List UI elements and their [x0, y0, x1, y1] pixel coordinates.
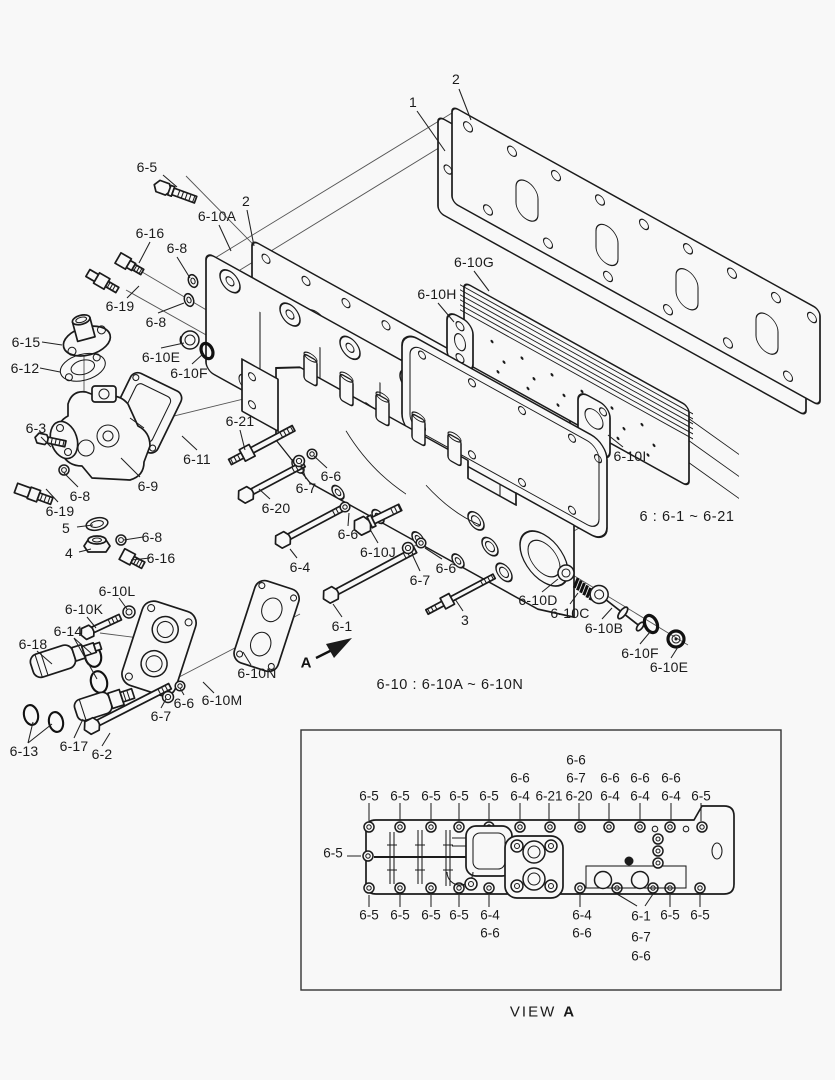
- bolt-6-10J: [353, 503, 403, 537]
- seal-ring-5: [85, 516, 109, 532]
- viewa-top-bolts: [363, 821, 708, 833]
- view-direction-arrow: [315, 638, 352, 660]
- side-gasket-2: [451, 107, 821, 405]
- leader-lines: [27, 88, 679, 747]
- outlet-flange-6-15: [62, 314, 112, 357]
- plug-6-10E-upper: [179, 330, 200, 350]
- washers-bottom-left: [161, 680, 186, 704]
- bolt-6-5: [153, 179, 198, 204]
- bolt-6-4: [274, 503, 347, 550]
- valve-6-17: [73, 687, 136, 722]
- cooler-cover-gasket: [401, 335, 608, 539]
- sensor-6-19-upper: [85, 268, 120, 294]
- orings-6-13: [22, 704, 65, 733]
- view-a-inset: [300, 729, 782, 991]
- washer-6-8-upper: [183, 273, 199, 308]
- view-a-caption-letter: A: [563, 1003, 577, 1021]
- oring-6-10F-upper: [199, 341, 215, 361]
- bolt-6-10K: [80, 613, 123, 641]
- valve-6-18: [29, 641, 103, 679]
- plug-6-10E-lower: [666, 629, 686, 649]
- bolt-6-1: [322, 546, 418, 605]
- washer-6-10L: [122, 605, 136, 619]
- sensor-6-19-lower: [13, 482, 54, 506]
- spring-6-10C: [572, 577, 596, 601]
- stud-3: [424, 573, 497, 616]
- gasket-6-10N: [233, 579, 300, 673]
- view-a-caption: VIEW A: [510, 1004, 576, 1021]
- cover-6-10M: [121, 600, 197, 697]
- washers-middle: [292, 448, 427, 555]
- sensor-6-16: [114, 251, 145, 276]
- bolt-6-2: [83, 682, 173, 736]
- washer-6-8-left: [58, 464, 70, 476]
- oring-6-10F-lower: [642, 613, 660, 635]
- valve-6-10B: [589, 584, 645, 632]
- plug-6-10D: [557, 564, 575, 582]
- view-a-caption-prefix: VIEW: [509, 1003, 557, 1021]
- gasket-6-12: [59, 352, 106, 382]
